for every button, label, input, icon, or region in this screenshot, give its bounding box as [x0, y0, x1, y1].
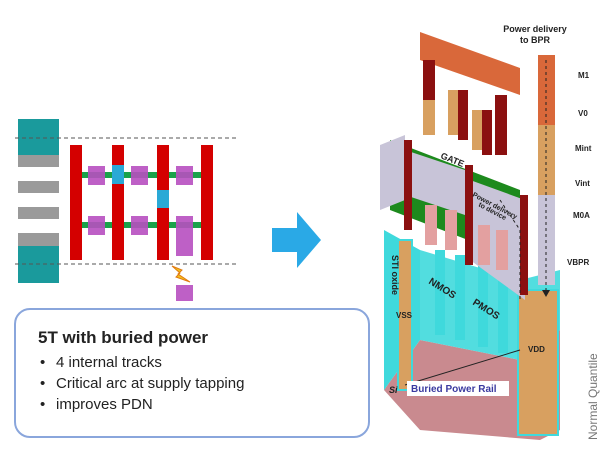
gate-bar: [70, 145, 82, 260]
contact-pad: [176, 166, 193, 185]
gate-bar: [201, 145, 213, 260]
track-bar: [18, 233, 59, 246]
bpr-label: Buried Power Rail: [411, 384, 497, 395]
contact-pad: [131, 166, 148, 185]
layer-label-m1: M1: [578, 71, 590, 80]
power-bpr-label-1: Power delivery: [503, 24, 567, 34]
vss-rail: [397, 239, 413, 391]
sti-oxide-label: STI oxide: [390, 255, 400, 295]
layer-label-m0a: M0A: [573, 211, 590, 220]
layer-label-mint: Mint: [575, 144, 592, 153]
cell-layout: [15, 119, 236, 301]
bpr-3d-structure: [380, 32, 560, 440]
summary-title: 5T with buried power: [38, 328, 209, 347]
track-bar: [18, 155, 59, 167]
track-bar: [18, 181, 59, 193]
power-bpr-label-2: to BPR: [520, 35, 550, 45]
m1-bar: [420, 32, 520, 95]
lightning-icon: [171, 265, 191, 283]
summary-list: 4 internal tracks Critical arc at supply…: [38, 352, 368, 415]
layer-label-vbpr: VBPR: [567, 258, 589, 267]
gate-bar: [112, 145, 124, 260]
contact-pad: [176, 216, 193, 256]
vdd-rail: [517, 289, 559, 436]
contact-pad: [88, 216, 105, 235]
bpr-label-bg: [407, 381, 509, 396]
layer-label-vint: Vint: [575, 179, 590, 188]
summary-bullet: improves PDN: [40, 394, 368, 415]
vdd-rail-block: [18, 119, 59, 155]
layer-label-v0: V0: [578, 109, 588, 118]
summary-bullet: 4 internal tracks: [40, 352, 368, 373]
gate-contact: [112, 165, 124, 184]
side-axis-text: Normal Quantile: [586, 353, 600, 440]
si-label: Si: [389, 385, 398, 395]
summary-box: 5T with buried power 4 internal tracks C…: [14, 308, 370, 438]
vdd-label: VDD: [528, 345, 545, 354]
contact-pad: [131, 216, 148, 235]
vss-label: VSS: [396, 311, 413, 320]
contact-pad: [88, 166, 105, 185]
gate-contact: [157, 190, 169, 208]
track-bar: [18, 207, 59, 219]
contact-pad: [176, 285, 193, 301]
summary-bullet: Critical arc at supply tapping: [40, 373, 368, 394]
bpr-pointer: [404, 349, 521, 386]
arrow-right-icon: [272, 212, 321, 268]
